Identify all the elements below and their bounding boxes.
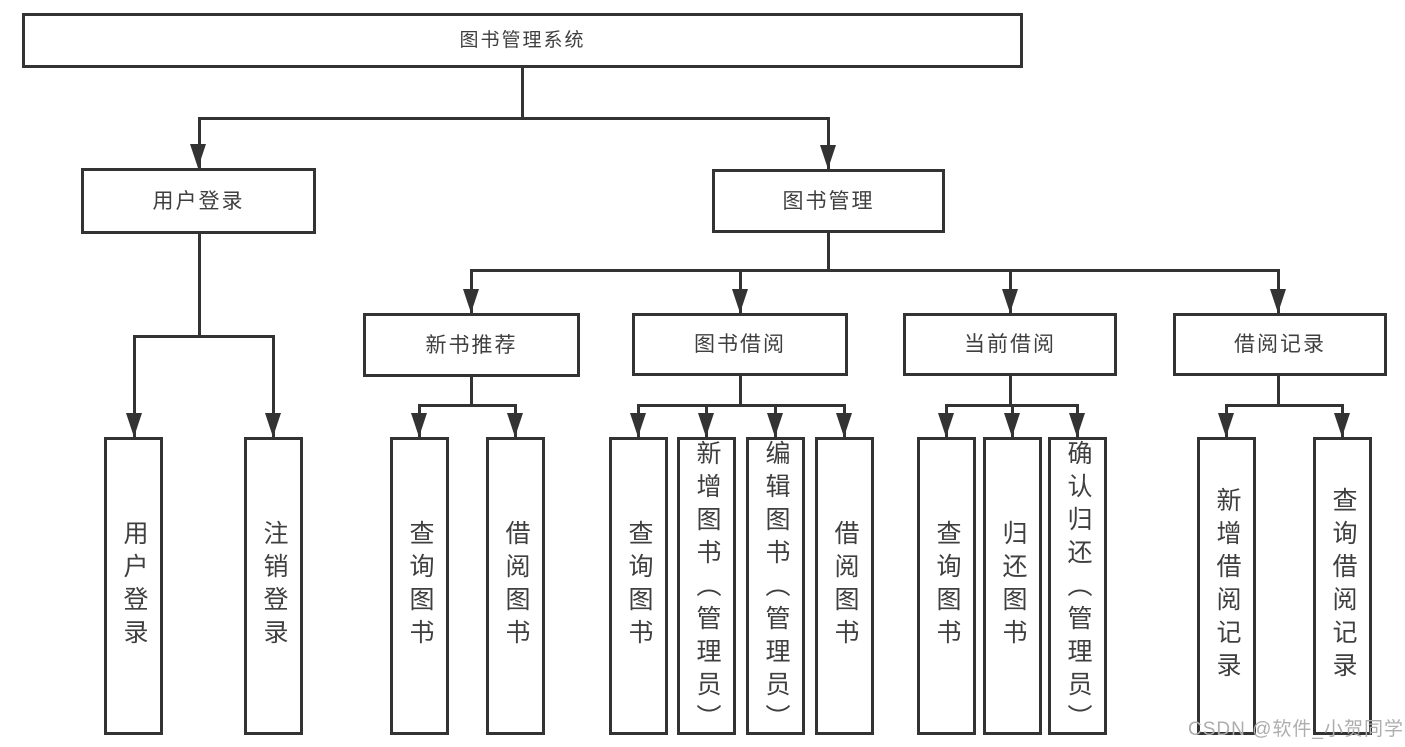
node-label: 编辑图书（管理员） bbox=[762, 440, 790, 737]
arrow-down-icon bbox=[265, 413, 281, 437]
node-user-login: 用户登录 bbox=[81, 168, 316, 234]
connector-line bbox=[738, 375, 742, 406]
node-label: 用户登录 bbox=[120, 520, 148, 652]
connector-line bbox=[197, 117, 201, 168]
leaf-nb-borrow-books: 借阅图书 bbox=[486, 437, 545, 735]
leaf-bb-edit-books-admin: 编辑图书（管理员） bbox=[746, 437, 805, 737]
node-label: 图书借阅 bbox=[694, 333, 786, 356]
arrow-down-icon bbox=[1218, 413, 1234, 437]
connector-line bbox=[417, 403, 517, 407]
leaf-cb-return-books: 归还图书 bbox=[983, 437, 1042, 735]
arrow-down-icon bbox=[938, 413, 954, 437]
node-label: 确认归还（管理员） bbox=[1064, 440, 1092, 737]
arrow-down-icon bbox=[126, 413, 142, 437]
node-label: 新书推荐 bbox=[425, 333, 518, 357]
arrow-down-icon bbox=[463, 289, 479, 313]
leaf-br-add-record: 新增借阅记录 bbox=[1197, 437, 1256, 735]
connector-line bbox=[469, 375, 473, 406]
connector-line bbox=[132, 334, 275, 338]
leaf-nb-query-books: 查询图书 bbox=[390, 437, 449, 735]
arrow-down-icon bbox=[698, 413, 714, 437]
arrow-down-icon bbox=[1334, 413, 1350, 437]
node-label: 用户登录 bbox=[152, 189, 245, 213]
leaf-logout: 注销登录 bbox=[244, 437, 303, 735]
node-book-management: 图书管理 bbox=[712, 169, 945, 233]
connector-line bbox=[1224, 403, 1344, 407]
leaf-br-query-record: 查询借阅记录 bbox=[1313, 437, 1372, 735]
node-label: 新增图书（管理员） bbox=[693, 440, 721, 737]
csdn-watermark: CSDN @软件_小贺同学 bbox=[1188, 719, 1404, 740]
node-label: 查询图书 bbox=[933, 520, 961, 652]
connector-line bbox=[1276, 375, 1280, 406]
connector-line bbox=[197, 232, 201, 337]
node-label: 图书管理 bbox=[782, 189, 875, 213]
leaf-bb-add-books-admin: 新增图书（管理员） bbox=[677, 437, 736, 737]
arrow-down-icon bbox=[820, 145, 836, 169]
connector-line bbox=[197, 117, 830, 120]
connector-line bbox=[469, 269, 1280, 272]
leaf-cb-confirm-return-admin: 确认归还（管理员） bbox=[1048, 437, 1107, 737]
connector-line bbox=[826, 231, 830, 272]
node-label: 借阅图书 bbox=[831, 520, 859, 652]
arrow-down-icon bbox=[1270, 289, 1286, 313]
node-label: 查询借阅记录 bbox=[1329, 487, 1357, 685]
node-current-borrowing: 当前借阅 bbox=[903, 313, 1117, 376]
arrow-down-icon bbox=[507, 413, 523, 437]
node-label: 查询图书 bbox=[406, 520, 434, 652]
node-label: 图书管理系统 bbox=[459, 30, 586, 51]
node-label: 归还图书 bbox=[999, 520, 1027, 652]
leaf-bb-query-books: 查询图书 bbox=[609, 437, 668, 735]
node-label: 借阅记录 bbox=[1234, 333, 1326, 356]
leaf-cb-query-books: 查询图书 bbox=[917, 437, 976, 735]
node-new-book-recommend: 新书推荐 bbox=[363, 313, 580, 377]
node-book-borrowing: 图书借阅 bbox=[632, 313, 848, 376]
arrow-down-icon bbox=[836, 413, 852, 437]
arrow-down-icon bbox=[1004, 413, 1020, 437]
leaf-bb-borrow-books: 借阅图书 bbox=[815, 437, 874, 735]
node-library-management-system: 图书管理系统 bbox=[22, 13, 1023, 68]
connector-line bbox=[826, 117, 830, 169]
arrow-down-icon bbox=[732, 289, 748, 313]
arrow-down-icon bbox=[630, 413, 646, 437]
leaf-user-login: 用户登录 bbox=[104, 437, 163, 735]
connector-line bbox=[520, 66, 524, 119]
node-label: 当前借阅 bbox=[964, 333, 1056, 356]
connector-line bbox=[271, 334, 275, 438]
node-label: 借阅图书 bbox=[502, 520, 530, 652]
arrow-down-icon bbox=[190, 144, 206, 168]
connector-line bbox=[1008, 375, 1012, 406]
node-label: 查询图书 bbox=[625, 520, 653, 652]
arrow-down-icon bbox=[1002, 289, 1018, 313]
arrow-down-icon bbox=[411, 413, 427, 437]
arrow-down-icon bbox=[767, 413, 783, 437]
node-label: 新增借阅记录 bbox=[1213, 487, 1241, 685]
connector-line bbox=[132, 334, 136, 438]
arrow-down-icon bbox=[1069, 413, 1085, 437]
node-borrowing-records: 借阅记录 bbox=[1173, 313, 1387, 376]
connector-line bbox=[636, 403, 846, 407]
node-label: 注销登录 bbox=[260, 520, 288, 652]
